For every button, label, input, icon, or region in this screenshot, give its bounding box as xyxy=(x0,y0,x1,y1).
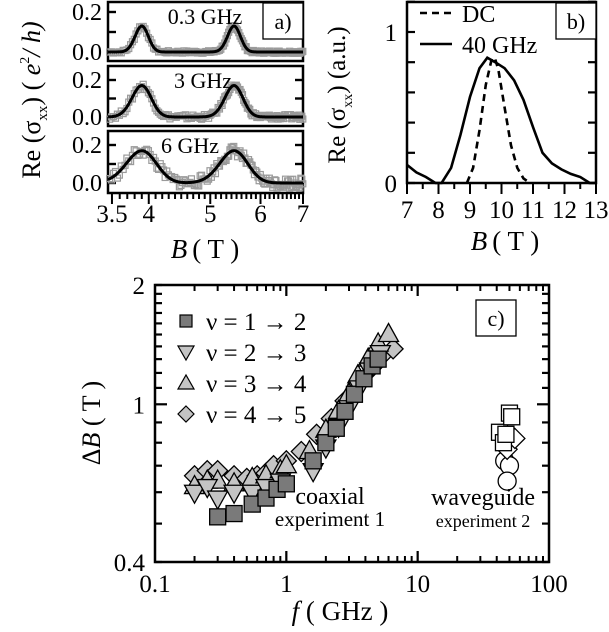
panel-c-ylabel: ΔB ( T ) xyxy=(77,381,106,465)
legend-label: ν = 3 → 4 xyxy=(206,371,307,398)
panel-b-xtick-label: 8 xyxy=(432,197,445,224)
panel-a-ytick-label: 0.2 xyxy=(72,133,102,159)
panel-c-label-box xyxy=(475,299,517,337)
panel-a-ytick-label: 0.0 xyxy=(72,40,102,66)
panel-c-label: c) xyxy=(487,306,504,331)
data-point xyxy=(317,434,335,452)
data-point xyxy=(369,350,387,368)
panel-b-xtick-label: 7 xyxy=(401,197,414,224)
frequency-label: 6 GHz xyxy=(161,133,219,158)
frequency-label: 3 GHz xyxy=(174,68,232,93)
legend-40ghz-label: 40 GHz xyxy=(462,33,537,59)
data-point xyxy=(209,508,227,526)
panel-a-xtick-label: 7 xyxy=(297,201,310,228)
panel-b-label: b) xyxy=(567,9,585,34)
panel-b-xtick-label: 12 xyxy=(552,197,577,224)
waveguide-experiment-annotation: experiment 2 xyxy=(436,511,530,531)
panel-c-ytick-label: 2 xyxy=(133,273,146,300)
panel-c-xtick-label: 10 xyxy=(405,571,430,598)
legend-label: ν = 4 → 5 xyxy=(206,402,306,429)
panel-a-ytick-label: 0.0 xyxy=(72,105,102,131)
data-point xyxy=(241,484,264,505)
data-point xyxy=(497,471,517,491)
panel-a-xtick-label: 5 xyxy=(204,201,217,228)
legend-triangle-up-icon xyxy=(176,373,196,390)
panel-b-xtick-label: 11 xyxy=(521,197,545,224)
panel-a-subplot: 0.0 0.2 3 GHz xyxy=(72,64,307,131)
data-point xyxy=(206,490,229,511)
panel-b-label-box xyxy=(555,2,597,40)
fit-curve xyxy=(108,24,303,54)
panel-b-ylabel: Re (σxx) (a.u.) xyxy=(324,26,356,163)
fit-curve xyxy=(107,83,303,119)
panel-b-ytick-label: 1 xyxy=(385,20,398,47)
fit-curve xyxy=(107,149,303,185)
panel-a-xtick-label: 4 xyxy=(143,201,156,228)
legend-diamond-icon xyxy=(177,405,195,423)
legend-dc-label: DC xyxy=(462,2,495,28)
data-point xyxy=(327,419,345,437)
coaxial-experiment-annotation: experiment 1 xyxy=(275,507,385,531)
data-point xyxy=(304,452,322,470)
data-point xyxy=(336,402,354,420)
panel-c: 0.1 1 10 100 0.4 1 2 ν = 1 → 2 ν = 2 → 3 ν = 3 →… xyxy=(77,273,568,626)
panel-c-legend: ν = 1 → 2 ν = 2 → 3 ν = 3 → 4 ν = 4 → 5 xyxy=(176,309,307,429)
panel-a-xtick-label: 6 xyxy=(254,201,267,228)
legend-triangle-down-icon xyxy=(176,345,196,362)
panel-c-xtick-label: 0.1 xyxy=(139,571,170,598)
waveguide-annotation: waveguide xyxy=(431,485,535,511)
data-point xyxy=(277,475,295,493)
coaxial-annotation: coaxial xyxy=(295,484,365,510)
panel-a-subplot: 0.0 0.2 0.3 GHz xyxy=(72,0,307,66)
legend-square-icon xyxy=(179,314,193,328)
frequency-label: 0.3 GHz xyxy=(168,4,243,29)
panel-b-ytick-label: 0 xyxy=(385,171,398,198)
panel-a-subplot: 0.0 0.2 6 GHz xyxy=(72,129,307,197)
panel-b-xtick-label: 9 xyxy=(464,197,477,224)
panel-b-xtick-label: 10 xyxy=(489,197,514,224)
legend-label: ν = 2 → 3 xyxy=(206,340,306,367)
panel-c-xtick-label: 1 xyxy=(280,571,293,598)
data-point xyxy=(225,504,243,523)
panel-b-xtick-label: 13 xyxy=(584,197,609,224)
panel-b-xlabel: B( T ) xyxy=(471,226,540,256)
panel-a-ytick-label: 0.2 xyxy=(72,0,102,26)
data-point xyxy=(345,385,364,403)
panel-c-xtick-label: 100 xyxy=(530,571,568,598)
40ghz-curve xyxy=(406,56,596,185)
panel-a-ylabel: Re (σxx) ( e2/ h) xyxy=(17,21,51,178)
data-point xyxy=(222,484,246,505)
data-point xyxy=(183,484,206,505)
data-point xyxy=(196,478,219,499)
data-point xyxy=(275,453,298,474)
panel-c-ytick-label: 0.4 xyxy=(114,550,146,577)
data-point xyxy=(503,408,521,426)
legend-label: ν = 1 → 2 xyxy=(206,309,306,336)
panel-c-xlabel: f ( GHz ) xyxy=(292,596,389,626)
panel-a-label-box xyxy=(262,2,304,40)
data-point xyxy=(497,425,515,443)
panel-a-xtick-label: 3.5 xyxy=(96,201,127,228)
panel-a-ytick-label: 0.2 xyxy=(72,68,102,94)
panel-a-xlabel: B( T ) xyxy=(171,234,240,264)
panel-c-ytick-label: 1 xyxy=(133,392,146,419)
panel-a-ytick-label: 0.0 xyxy=(72,171,102,197)
panel-a-label: a) xyxy=(274,9,291,34)
data-point xyxy=(377,322,400,343)
